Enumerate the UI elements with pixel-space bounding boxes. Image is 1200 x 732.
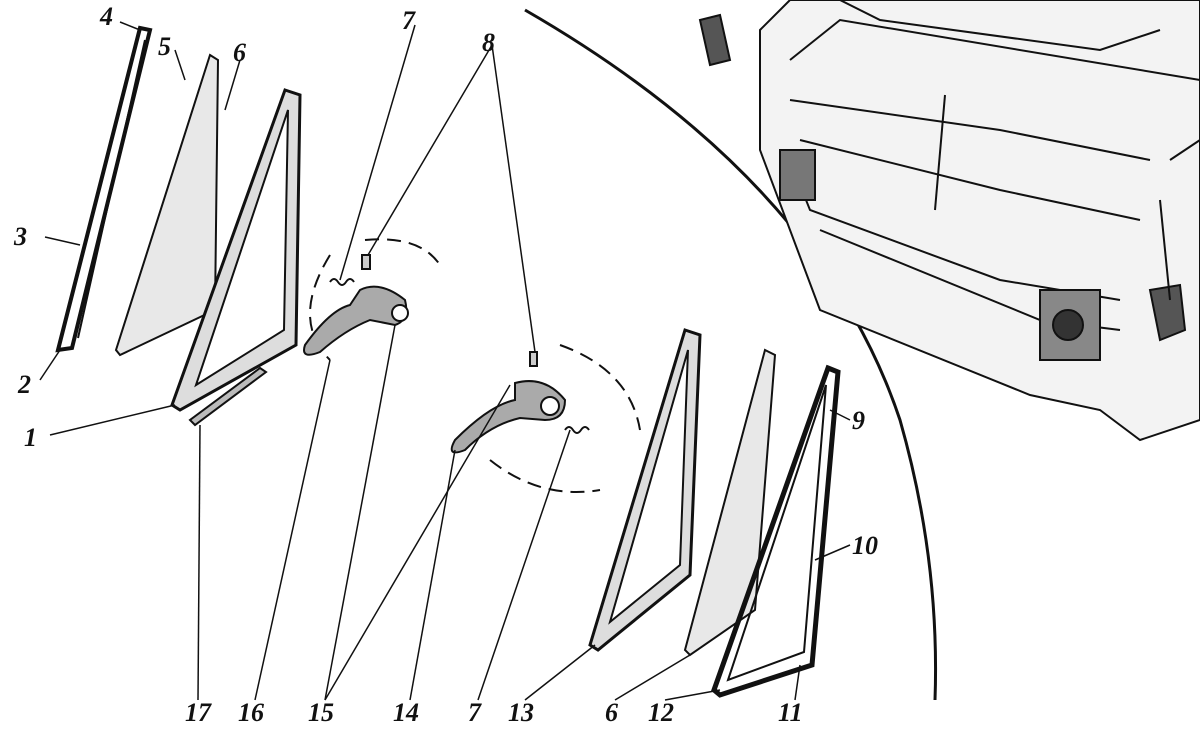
- left-glass: [114, 53, 220, 357]
- callout-3: 3: [14, 222, 27, 251]
- callout-7-top: 7: [402, 6, 415, 35]
- callout-12: 12: [648, 698, 674, 727]
- callout-11: 11: [778, 698, 803, 727]
- callout-16: 16: [238, 698, 264, 727]
- callout-17: 17: [185, 698, 211, 727]
- right-seal: [711, 364, 841, 698]
- callout-15: 15: [308, 698, 334, 727]
- callout-6-bottom: 6: [605, 698, 618, 727]
- callout-4: 4: [100, 2, 113, 31]
- rod: [188, 366, 268, 427]
- callout-8: 8: [482, 28, 495, 57]
- callout-14: 14: [393, 698, 419, 727]
- callout-5: 5: [158, 32, 171, 61]
- callout-6-top: 6: [233, 38, 246, 67]
- cab-illustration: [698, 0, 1200, 442]
- callout-7-bottom: 7: [468, 698, 481, 727]
- left-seal: [55, 25, 153, 353]
- detail-circle-right: [559, 344, 641, 431]
- callout-13: 13: [508, 698, 534, 727]
- callout-2: 2: [18, 370, 31, 399]
- callout-10: 10: [852, 531, 878, 560]
- right-handle: [450, 380, 567, 454]
- callout-1: 1: [24, 423, 37, 452]
- callout-9: 9: [852, 406, 865, 435]
- detail-boundary-arc: [524, 8, 938, 701]
